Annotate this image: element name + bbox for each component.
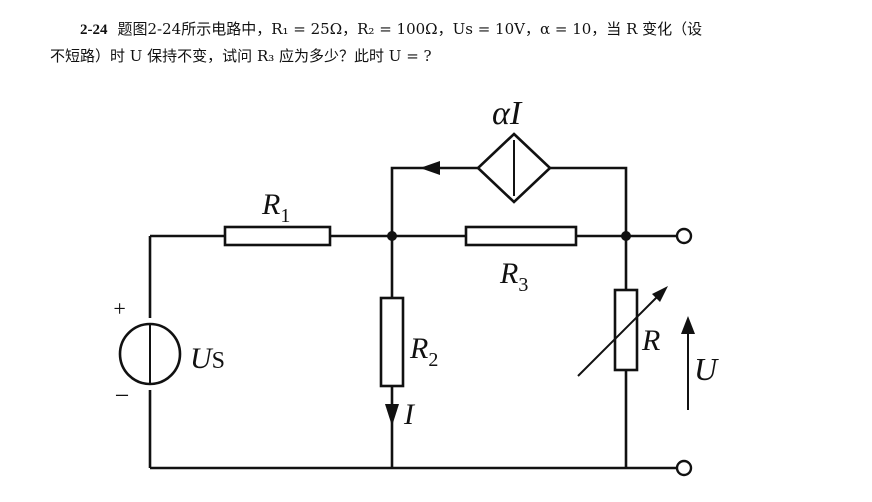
problem-line-2: 不短路）时 U 保持不变，试问 R₃ 应为多少？此时 U = ? <box>50 43 850 69</box>
current-arrow-i <box>385 404 399 426</box>
problem-line-1: 2-24 题图2-24所示电路中，R₁ = 25Ω，R₂ = 100Ω，Us = … <box>50 16 850 43</box>
terminal-top <box>675 227 693 245</box>
dep-loop-arrow <box>420 161 440 175</box>
resistor-r1 <box>223 225 332 247</box>
label-r-variable: R <box>641 324 660 357</box>
label-r1: R1 <box>261 188 290 227</box>
problem-statement: 2-24 题图2-24所示电路中，R₁ = 25Ω，R₂ = 100Ω，Us = … <box>50 16 850 69</box>
problem-number: 2-24 <box>80 22 108 38</box>
resistor-r3 <box>464 225 578 247</box>
wire-dep-left <box>390 166 478 236</box>
problem-text-2: 不短路）时 U 保持不变，试问 R₃ 应为多少？此时 U = ? <box>50 47 432 65</box>
resistor-r2 <box>379 296 405 388</box>
wire-dep-right <box>550 166 628 236</box>
terminal-bottom <box>675 459 693 477</box>
label-u: U <box>694 351 719 387</box>
us-minus-sign: − <box>113 381 131 410</box>
node-middle <box>387 231 397 241</box>
resistor-r-variable <box>613 288 639 372</box>
node-right <box>621 231 631 241</box>
us-plus-sign: + <box>112 296 127 321</box>
variable-arrow-head <box>652 286 668 302</box>
label-current-i: I <box>403 398 416 431</box>
label-us: US <box>190 342 225 375</box>
u-arrow-head <box>681 316 695 334</box>
label-r2: R2 <box>409 332 438 371</box>
label-r3: R3 <box>499 257 528 296</box>
problem-text-1: 题图2-24所示电路中，R₁ = 25Ω，R₂ = 100Ω，Us = 10V，… <box>117 20 703 38</box>
dependent-current-source <box>476 132 552 204</box>
label-dependent-source: αI <box>492 95 523 132</box>
variable-arrow-line <box>577 293 661 377</box>
